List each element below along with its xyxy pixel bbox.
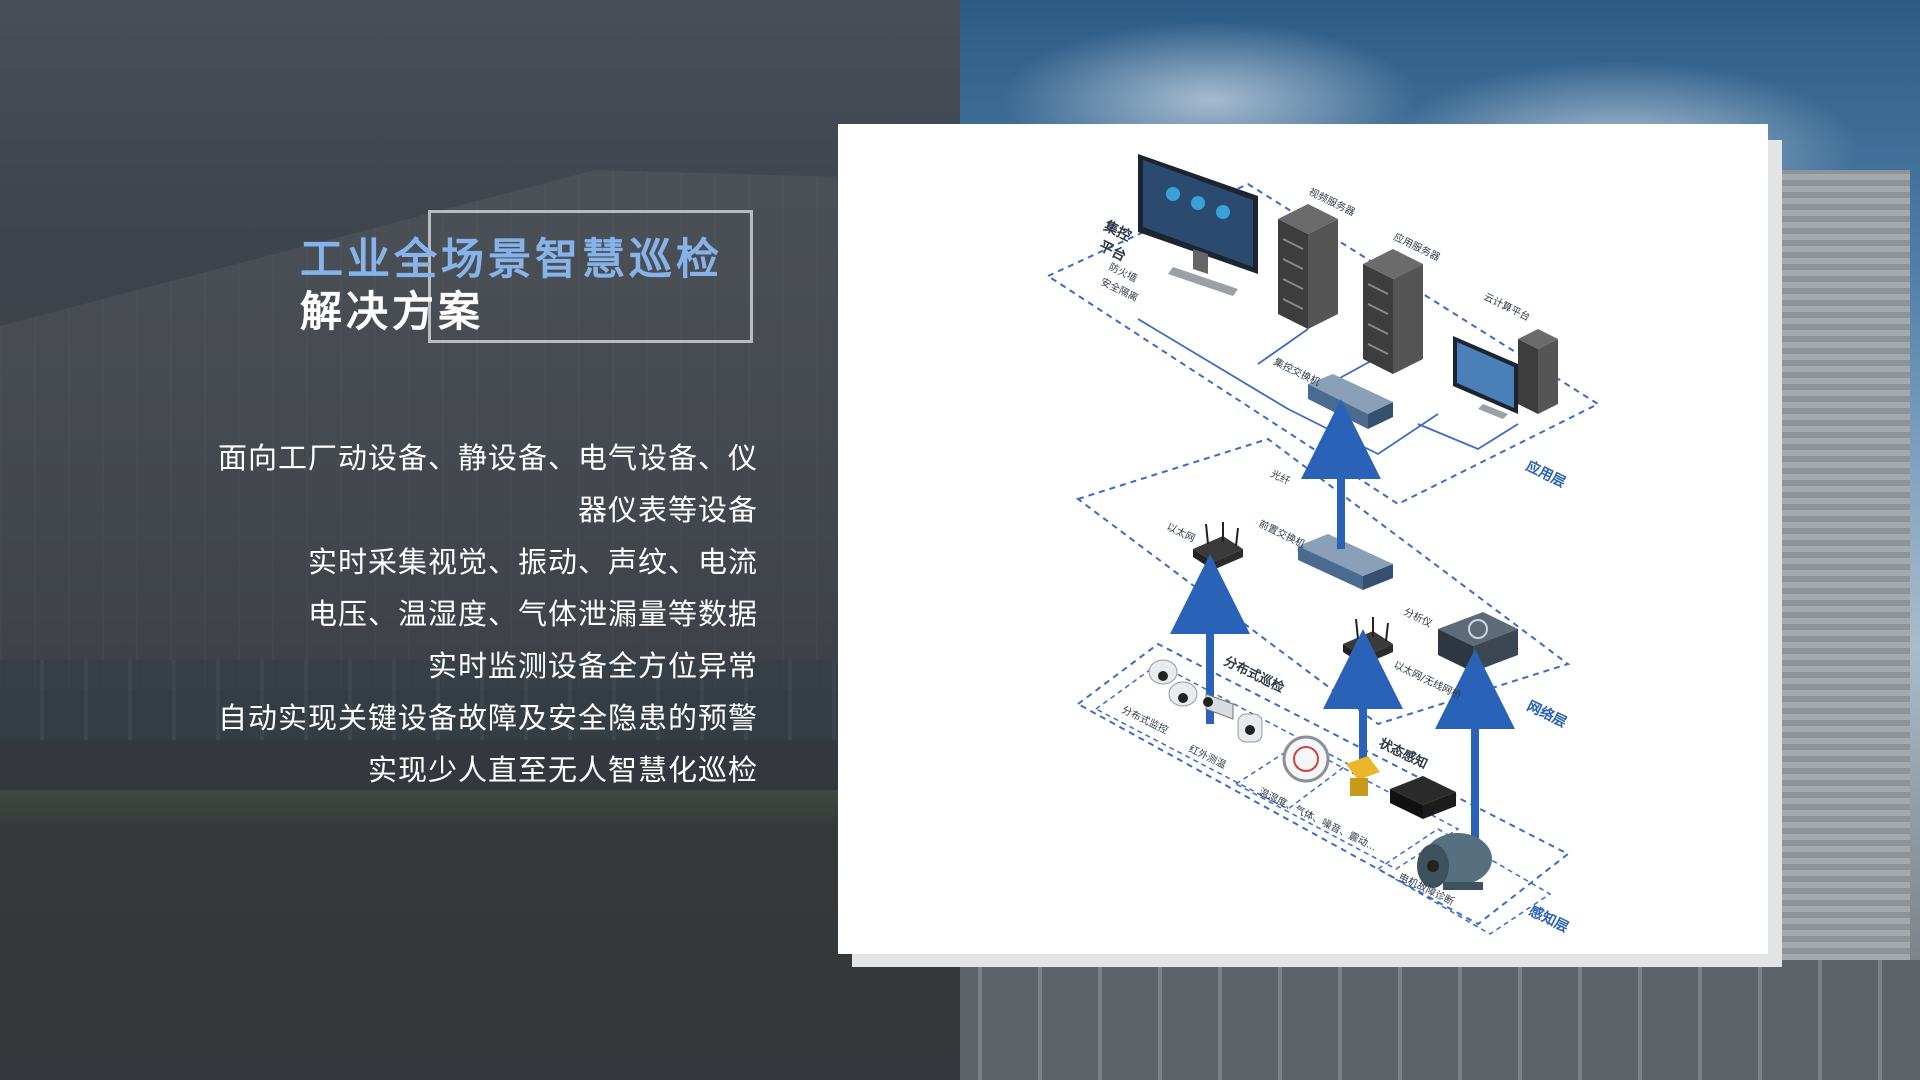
- dome-camera-icon: [1148, 659, 1198, 707]
- cloud-platform-icon: [1453, 329, 1558, 419]
- state-group-outline: [1234, 743, 1460, 870]
- layer-label-perception: 感知层: [1526, 902, 1571, 936]
- page-subtitle: 解决方案: [300, 287, 485, 336]
- gas-detector-icon: [1346, 756, 1380, 796]
- feature-line: 电压、温湿度、气体泄漏量等数据: [307, 597, 758, 631]
- architecture-diagram-card: 集控 平台 防火墙 安全隔离 视频服务器 应用服务器 云计算平台 集控交换机 光…: [838, 124, 1768, 954]
- architecture-diagram: 集控 平台 防火墙 安全隔离 视频服务器 应用服务器 云计算平台 集控交换机 光…: [1045, 154, 1601, 936]
- feature-line: 器仪表等设备: [577, 493, 758, 527]
- layer-label-application: 应用层: [1523, 457, 1568, 491]
- background-factory-hall: [0, 0, 960, 1080]
- label-analyzer: 分析仪: [1402, 605, 1435, 630]
- bullet-camera-icon: [1203, 693, 1234, 720]
- feature-line: 自动实现关键设备故障及安全隐患的预警: [217, 701, 758, 735]
- label-ethernet: 以太网: [1165, 520, 1198, 545]
- label-control-switch: 集控交换机: [1272, 355, 1323, 389]
- title-frame: [428, 210, 753, 343]
- label-state-sensing: 状态感知: [1376, 735, 1430, 772]
- app-server-icon: [1363, 249, 1423, 374]
- motor-group-outline: [1376, 828, 1552, 935]
- ptz-camera-icon: [1237, 713, 1263, 743]
- motor-icon: [1417, 833, 1492, 890]
- plant-structure: [960, 960, 1920, 1080]
- label-infrared-temp: 红外测温: [1187, 742, 1229, 771]
- ethernet-router-icon: [1193, 522, 1243, 570]
- background-overlay: [0, 0, 960, 1080]
- feature-line: 实现少人直至无人智慧化巡检: [367, 753, 758, 787]
- label-distributed-patrol: 分布式巡检: [1221, 653, 1286, 696]
- label-cloud-platform: 云计算平台: [1482, 290, 1533, 324]
- plant-tower: [1780, 170, 1910, 1080]
- factory-glass-band: [0, 660, 960, 740]
- router-icon: [1343, 617, 1393, 665]
- feature-line: 实时采集视觉、振动、声纹、电流: [307, 545, 758, 579]
- feature-line: 实时监测设备全方位异常: [427, 649, 758, 683]
- label-fiber: 光纤: [1269, 467, 1293, 487]
- feature-list: 面向工厂动设备、静设备、电气设备、仪 器仪表等设备 实时采集视觉、振动、声纹、电…: [130, 432, 758, 796]
- network-layer-outline: [1075, 437, 1571, 726]
- label-front-switch: 前置交换机: [1257, 517, 1308, 551]
- sensor-box-icon: [1390, 776, 1456, 819]
- control-switch-icon: [1308, 374, 1393, 429]
- label-ethernet-wireless: 以太网/无线网桥: [1392, 658, 1464, 702]
- front-switch-icon: [1298, 534, 1393, 590]
- factory-ground: [0, 790, 960, 1080]
- hygrometer-icon: [1282, 735, 1330, 783]
- feature-line: 面向工厂动设备、静设备、电气设备、仪: [217, 441, 758, 475]
- page-title: 工业全场景智慧巡检: [300, 235, 723, 285]
- app-link-line: [1257, 328, 1309, 365]
- control-platform-monitor-icon: [1138, 154, 1258, 296]
- app-link-line: [1417, 423, 1519, 451]
- perception-layer-outline: [1076, 642, 1570, 926]
- video-server-icon: [1278, 204, 1338, 329]
- layer-label-network: 网络层: [1524, 697, 1569, 731]
- analyzer-icon: [1438, 612, 1518, 672]
- label-distributed-monitor: 分布式监控: [1120, 703, 1171, 737]
